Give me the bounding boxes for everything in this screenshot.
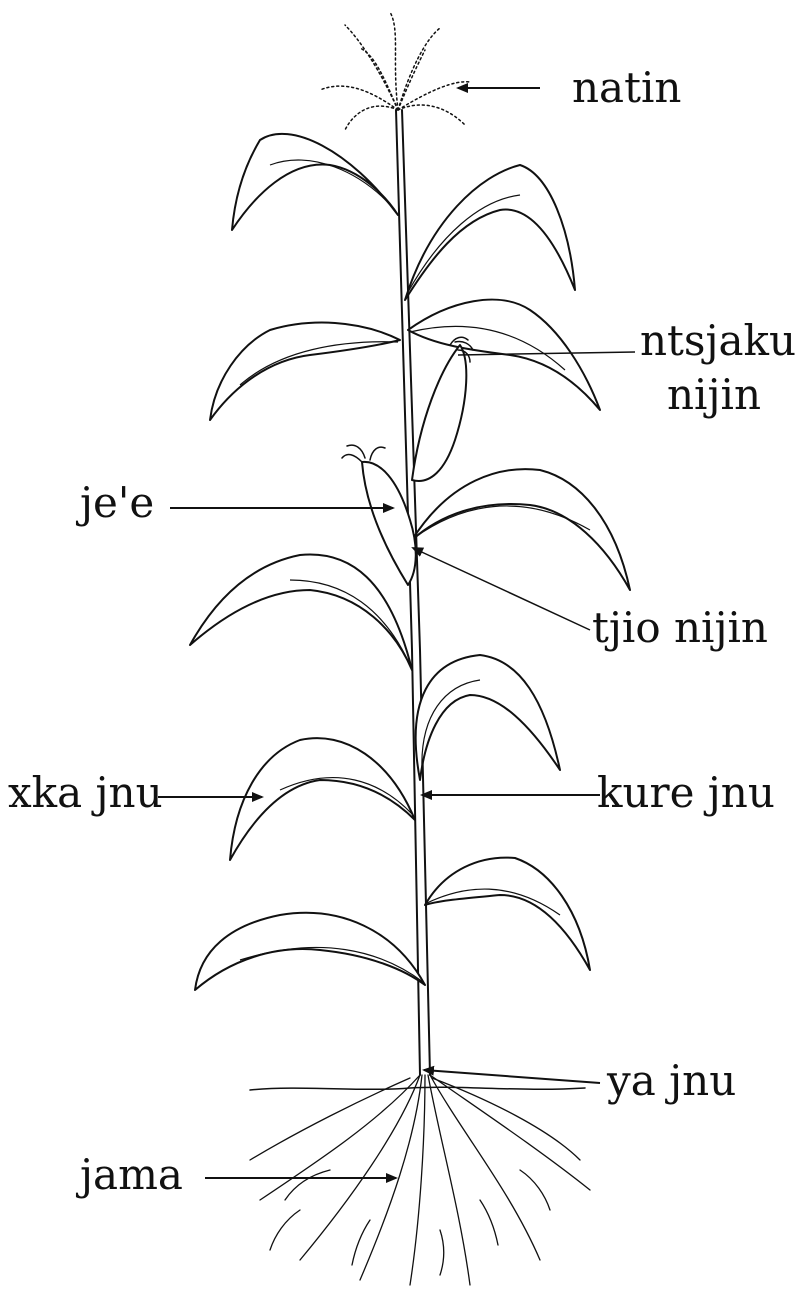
label-jee: je'e — [80, 480, 154, 526]
label-natin: natin — [572, 65, 681, 111]
tassel — [320, 12, 470, 130]
label-ntsjaku-line1: ntsjaku — [640, 318, 795, 364]
lower-ear — [342, 445, 416, 585]
ya-jnu-pointer — [424, 1070, 600, 1083]
label-xka-jnu: xka jnu — [8, 770, 163, 816]
label-ntsjaku-line2: nijin — [667, 372, 761, 418]
label-tjio-nijin: tjio nijin — [592, 605, 768, 651]
roots — [250, 1075, 590, 1285]
label-jama: jama — [80, 1152, 183, 1198]
label-ya-jnu: ya jnu — [607, 1058, 736, 1104]
upper-ear — [412, 337, 473, 481]
soil-line — [250, 1087, 585, 1090]
label-kure-jnu: kure jnu — [597, 770, 775, 816]
tjio-nijin-pointer — [413, 548, 590, 630]
